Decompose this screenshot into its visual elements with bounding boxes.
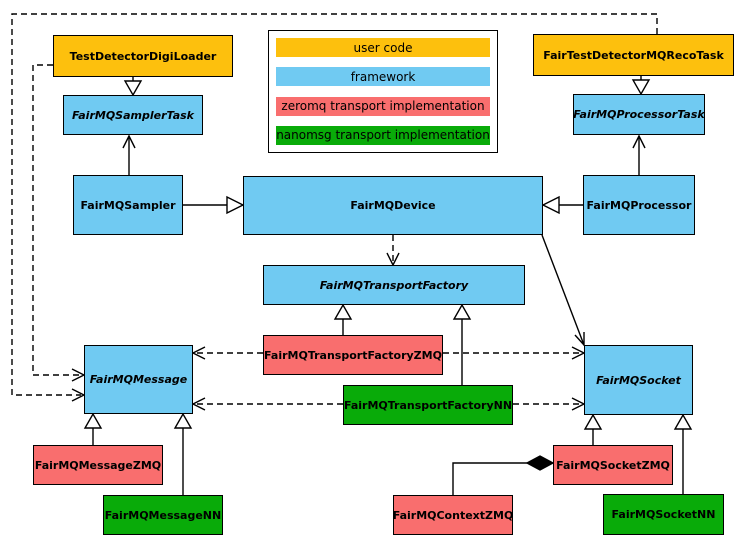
node-fairmqprocessor: FairMQProcessor <box>583 175 695 235</box>
node-testdetectordigiloader: TestDetectorDigiLoader <box>53 35 233 77</box>
legend-label: nanomsg transport implementation <box>276 128 490 143</box>
edge-inherit-factorynn-factory <box>452 303 472 385</box>
edge-inherit-messagenn-message <box>173 412 193 495</box>
edge-dep-digiloader-message <box>32 64 81 376</box>
edge-inherit-sampler-device <box>183 195 245 215</box>
node-fairmqprocessortask: FairMQProcessorTask <box>573 94 705 135</box>
node-fairmqsamplertask: FairMQSamplerTask <box>63 95 203 135</box>
node-fairmqmessagezmq: FairMQMessageZMQ <box>33 445 163 485</box>
edge-assoc-sampler-samplertask <box>122 134 136 175</box>
edge-inherit-messagezmq-message <box>83 412 103 445</box>
node-fairmqsampler: FairMQSampler <box>73 175 183 235</box>
legend-item-zeromq: zeromq transport implementation <box>276 96 490 116</box>
node-fairmqsocket: FairMQSocket <box>584 345 693 415</box>
edge-dep-recotask-message <box>11 13 658 396</box>
node-fairtestdetectormqrecotask: FairTestDetectorMQRecoTask <box>533 34 734 76</box>
node-fairmqmessage: FairMQMessage <box>84 345 193 414</box>
node-fairmqtransportfactoryzmq: FairMQTransportFactoryZMQ <box>263 335 443 375</box>
edge-inherit-digiloader-samplertask <box>123 77 143 97</box>
node-fairmqmessagenn: FairMQMessageNN <box>103 495 223 535</box>
edge-assoc-device-socket <box>541 234 585 347</box>
node-fairmqcontextzmq: FairMQContextZMQ <box>393 495 513 535</box>
node-fairmqtransportfactory: FairMQTransportFactory <box>263 265 525 305</box>
edge-assoc-processor-processortask <box>632 134 646 175</box>
edge-inherit-processor-device <box>541 195 583 215</box>
legend-item-user-code: user code <box>276 38 490 57</box>
edge-inherit-recotask-processortask <box>631 76 651 96</box>
legend-label: user code <box>353 40 413 55</box>
node-fairmqsocketzmq: FairMQSocketZMQ <box>553 445 673 485</box>
edge-inherit-socketzmq-socket <box>583 413 603 445</box>
node-fairmqtransportfactorynn: FairMQTransportFactoryNN <box>343 385 513 425</box>
node-fairmqsocketnn: FairMQSocketNN <box>603 494 724 535</box>
edge-comp-contextzmq-socketzmq <box>452 455 555 495</box>
legend-item-framework: framework <box>276 67 490 87</box>
edge-inherit-factoryzmq-factory <box>333 303 353 335</box>
legend-item-nanomsg: nanomsg transport implementation <box>276 125 490 145</box>
legend-box: user code framework zeromq transport imp… <box>268 30 498 153</box>
legend-label: zeromq transport implementation <box>281 99 485 114</box>
edge-inherit-socketnn-socket <box>673 413 693 494</box>
legend-label: framework <box>350 69 416 84</box>
node-fairmqdevice: FairMQDevice <box>243 176 543 235</box>
